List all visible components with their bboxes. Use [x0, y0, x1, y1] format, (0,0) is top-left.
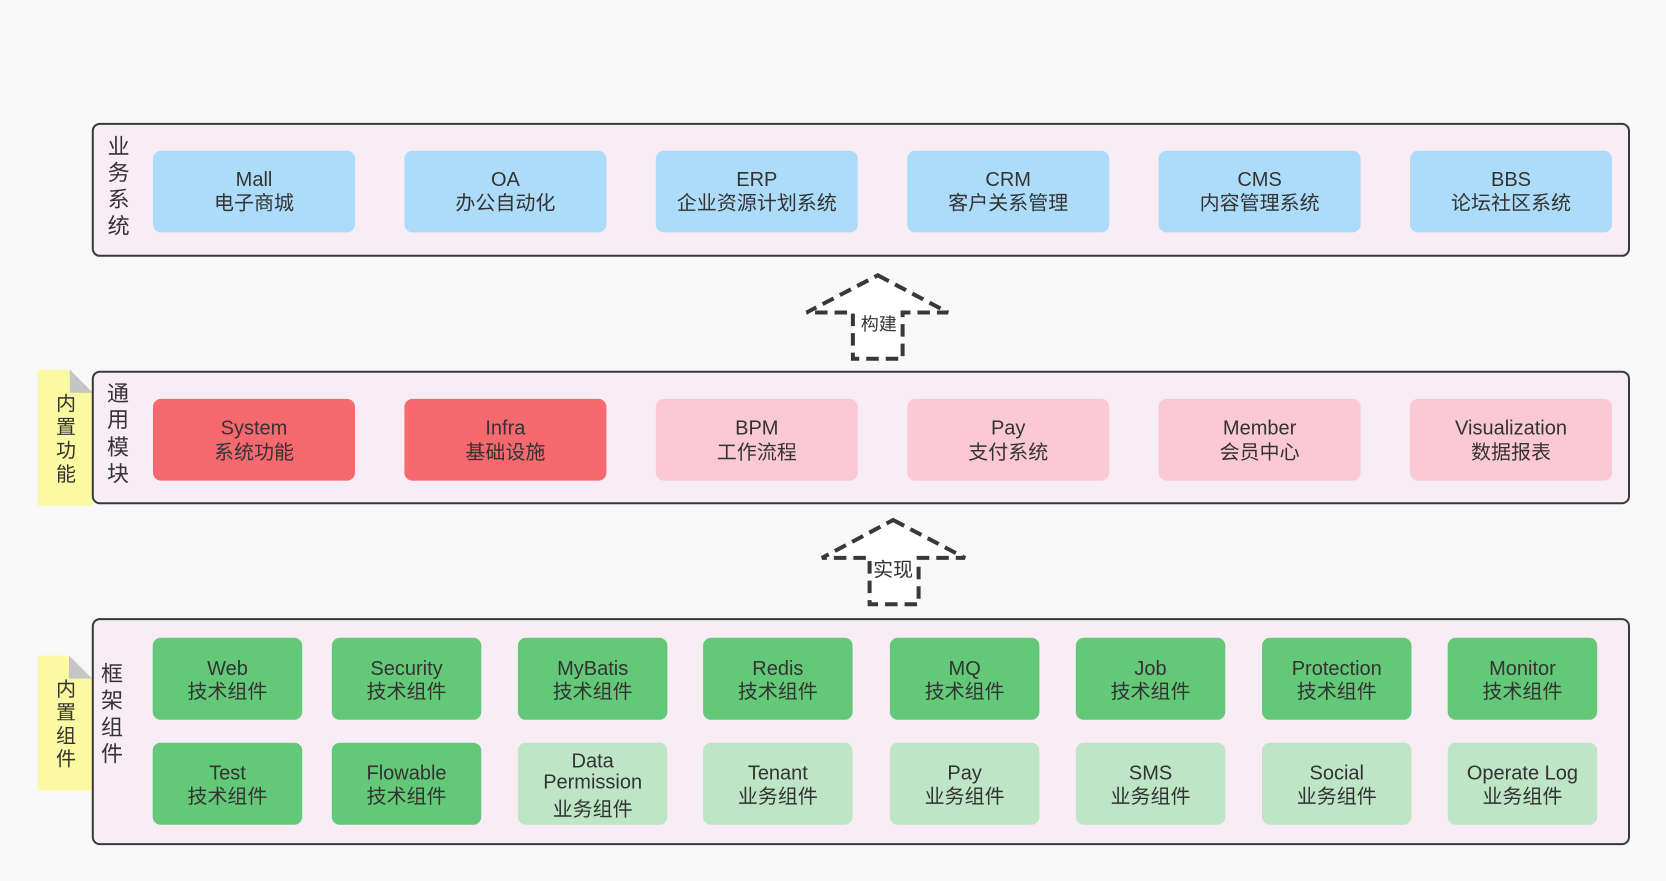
svg-text:BPM: BPM: [735, 418, 778, 440]
svg-text:ERP: ERP: [736, 169, 777, 191]
svg-text:Security: Security: [370, 658, 442, 680]
svg-text:Monitor: Monitor: [1489, 658, 1556, 680]
svg-text:Redis: Redis: [752, 658, 803, 680]
svg-text:MQ: MQ: [949, 658, 981, 680]
svg-text:Job: Job: [1134, 658, 1166, 680]
svg-text:Tenant: Tenant: [748, 763, 808, 785]
svg-text:Protection: Protection: [1292, 658, 1382, 680]
svg-text:Social: Social: [1310, 763, 1364, 785]
svg-text:Permission: Permission: [543, 772, 642, 794]
svg-text:CRM: CRM: [985, 169, 1031, 191]
svg-text:Web: Web: [207, 658, 248, 680]
svg-text:SMS: SMS: [1129, 763, 1172, 785]
svg-text:Test: Test: [209, 763, 246, 785]
svg-text:MyBatis: MyBatis: [557, 658, 628, 680]
svg-text:System: System: [221, 418, 288, 440]
svg-text:Member: Member: [1223, 418, 1297, 440]
svg-text:Visualization: Visualization: [1455, 418, 1567, 440]
svg-text:Data: Data: [572, 750, 615, 772]
svg-text:CMS: CMS: [1237, 169, 1281, 191]
svg-text:Operate Log: Operate Log: [1467, 763, 1578, 785]
svg-text:OA: OA: [491, 169, 521, 191]
svg-text:Pay: Pay: [947, 763, 981, 785]
svg-text:Infra: Infra: [485, 418, 526, 440]
svg-text:Mall: Mall: [236, 169, 273, 191]
svg-text:BBS: BBS: [1491, 169, 1531, 191]
svg-text:Pay: Pay: [991, 418, 1025, 440]
svg-text:Flowable: Flowable: [367, 763, 447, 785]
